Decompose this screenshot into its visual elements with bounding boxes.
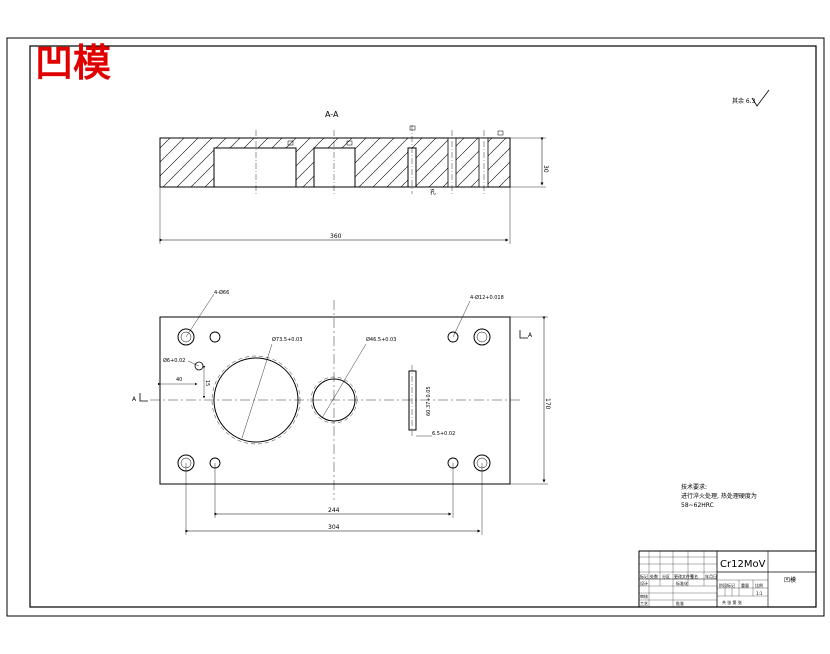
section-width-dim: 360 [330,233,342,240]
section-mark-left: A [132,396,137,403]
title-block: Cr12MoV 凹模 标记 处数 分区 更改文件号 签名 年月日 设计 标准化 … [638,550,817,608]
outer-border [6,37,825,617]
roughness-symbol: 其余 6.3 [732,89,770,107]
dim-outer-span: 304 [328,524,340,531]
corner-holes [177,328,491,472]
tb-stage-mark: 阶段标记 [719,582,735,588]
callout-small-holes: 4-Ø66 [214,289,229,296]
dim-left-offset: 40 [176,377,182,383]
callout-slot-width: 6.5+0.02 [432,431,455,437]
tb-approve: 批准 [676,600,684,606]
callout-slot-length: 60.37+0.05 [426,386,432,416]
tech-notes: 技术要求: 进行淬火处理, 热处理硬度为 58~62HRC [681,483,757,509]
tb-scale-value: 1:1 [756,591,763,596]
section-view: 孔 30 360 [159,125,549,244]
tb-scale: 比例 [755,582,763,588]
callout-medium-hole: Ø46.5+0.03 [366,336,396,343]
tb-sign: 签名 [690,573,698,579]
dim-inner-span: 244 [328,507,340,514]
tb-checker: 审核 [640,593,648,599]
tb-change-doc: 更改文件号 [674,573,694,579]
tech-notes-line1: 进行淬火处理, 热处理硬度为 [681,492,757,500]
tb-sheets: 共 张 第 张 [722,599,742,605]
callout-dowel-holes: 4-Ø12+0.018 [470,294,504,301]
tb-standardize: 标准化 [676,580,688,586]
tb-part-name: 凹模 [784,576,796,584]
plan-view: 4-Ø66 Ø73.5+0.03 Ø46.5+0.03 4-Ø12+0.018 … [132,289,551,535]
tb-mark: 标记 [640,573,648,579]
tb-weight: 重量 [741,582,749,588]
section-label: A-A [325,110,339,119]
tb-designer: 设计 [640,580,648,586]
tb-date: 年月日 [705,573,717,579]
tb-process: 工艺 [640,601,648,606]
tb-material: Cr12MoV [720,559,766,570]
section-height-dim: 30 [542,165,549,173]
drawing-title: 凹模 [35,40,111,85]
callout-large-hole: Ø73.5+0.03 [272,336,302,343]
hole-label: 孔 [430,188,436,196]
tech-notes-line2: 58~62HRC [681,502,714,509]
tb-zone: 分区 [662,573,670,579]
tb-count: 处数 [650,573,658,579]
section-mark-right: A [528,332,533,339]
dim-pilot-offset: 15 [204,380,210,386]
tech-notes-heading: 技术要求: [681,483,707,491]
callout-pilot-hole: Ø6+0.02 [163,357,185,364]
inner-border [29,45,817,608]
dim-plan-height: 170 [544,398,551,410]
roughness-note: 其余 6.3 [732,97,756,105]
